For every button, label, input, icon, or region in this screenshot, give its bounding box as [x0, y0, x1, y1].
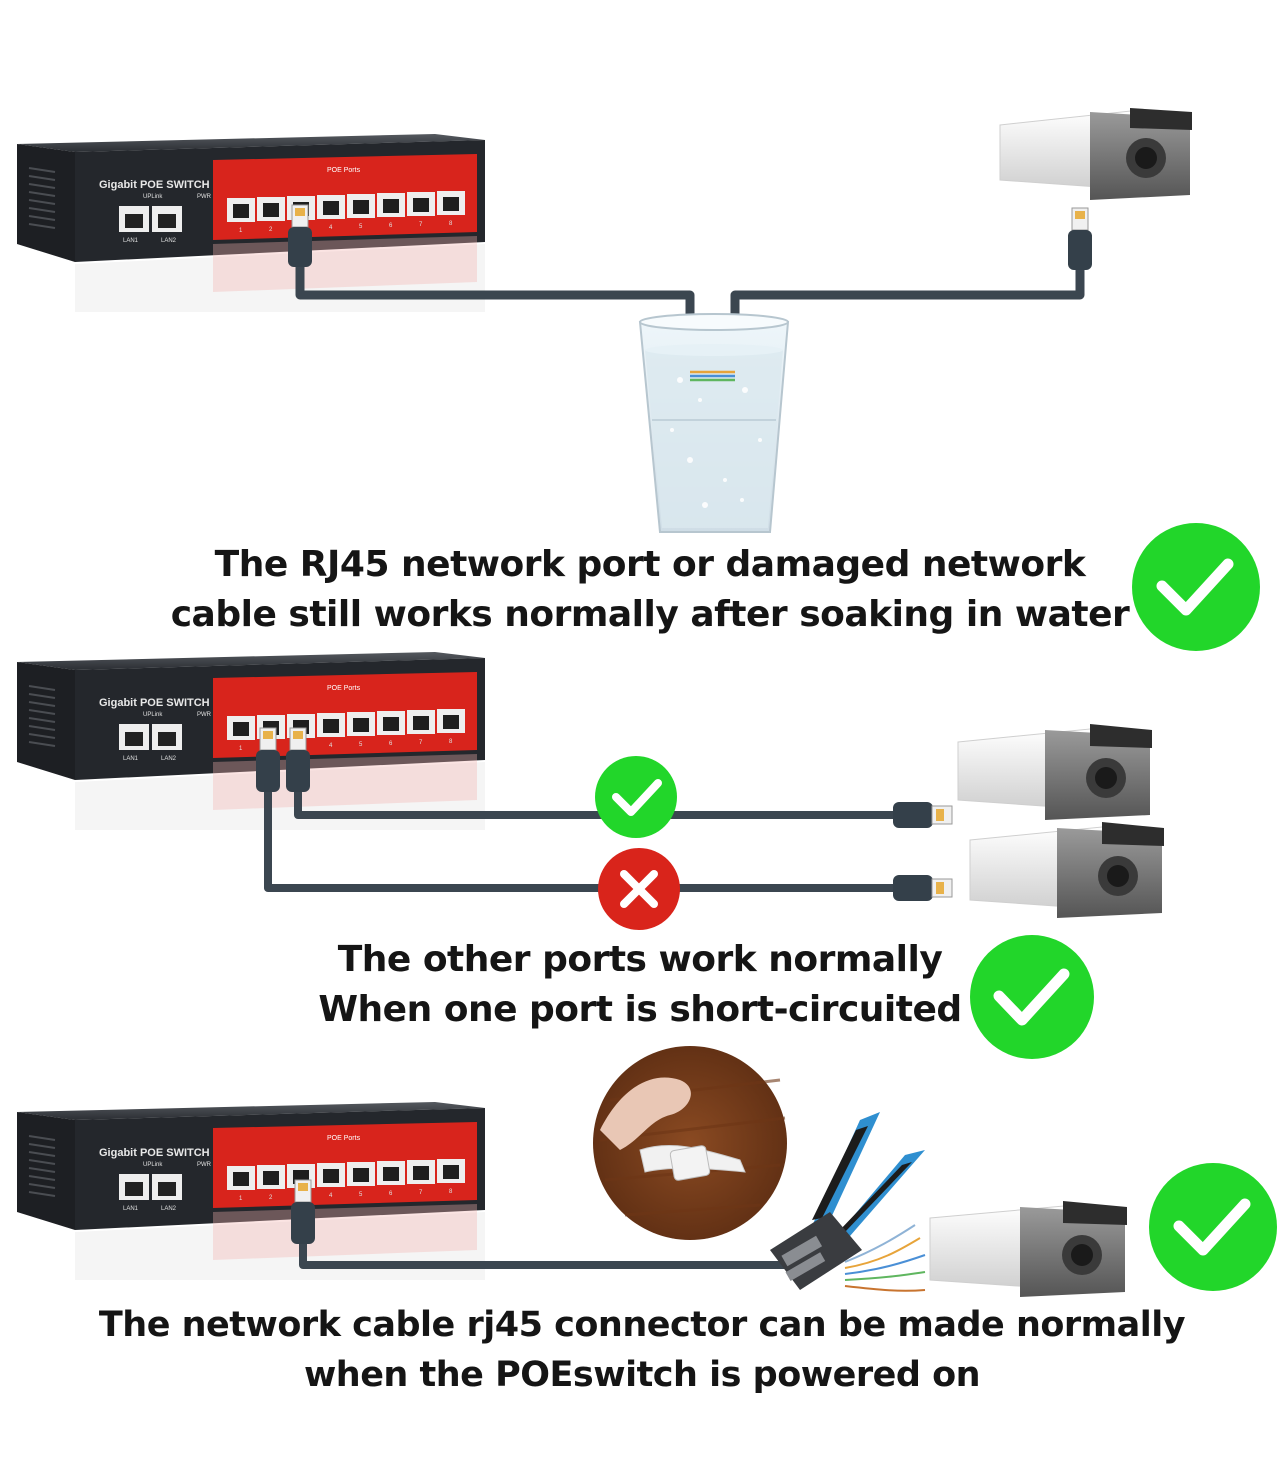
switch-poe-label: POE Ports — [327, 685, 361, 692]
caption-section-2: The other ports work normally When one p… — [290, 935, 990, 1035]
switch-pwr-label: PWR — [197, 712, 212, 718]
switch-uplink-label: UPLink — [143, 712, 163, 718]
poe-switch-1: Gigabit POE SWITCH POE Ports UPLink PWR … — [15, 132, 485, 312]
switch-lan2-label: LAN2 — [161, 756, 177, 762]
switch-port-number: 5 — [359, 742, 363, 748]
switch-port-number: 1 — [239, 1196, 243, 1202]
caption-line: The RJ45 network port or damaged network — [214, 544, 1086, 585]
camera-icon — [929, 1201, 1127, 1297]
switch-lan1-label: LAN1 — [123, 756, 139, 762]
water-glass-icon — [638, 313, 790, 533]
switch-port-number: 2 — [269, 227, 273, 233]
camera-icon — [969, 822, 1164, 918]
switch-port-number: 6 — [389, 223, 393, 229]
caption-line: The other ports work normally — [337, 939, 943, 980]
switch-brand-label: Gigabit POE SWITCH — [99, 697, 210, 709]
switch-port-number: 7 — [419, 1190, 423, 1196]
switch-port-number: 1 — [239, 228, 243, 234]
switch-port-number: 7 — [419, 740, 423, 746]
rj45-plug-icon — [1068, 207, 1092, 270]
switch-port-number: 8 — [449, 1189, 453, 1195]
camera-icon — [957, 724, 1152, 820]
switch-port-number: 7 — [419, 222, 423, 228]
switch-uplink-label: UPLink — [143, 1162, 163, 1168]
switch-poe-label: POE Ports — [327, 167, 361, 174]
caption-line: When one port is short-circuited — [318, 989, 962, 1030]
switch-uplink-label: UPLink — [143, 194, 163, 200]
check-icon — [1132, 523, 1260, 651]
switch-poe-label: POE Ports — [327, 1135, 361, 1142]
caption-line: when the POEswitch is powered on — [303, 1355, 981, 1395]
rj45-plug-icon — [286, 727, 310, 792]
caption-section-1: The RJ45 network port or damaged network… — [150, 540, 1150, 640]
cross-icon — [598, 848, 680, 930]
switch-port-number: 6 — [389, 741, 393, 747]
switch-port-number: 8 — [449, 221, 453, 227]
check-icon — [1149, 1163, 1277, 1291]
switch-lan2-label: LAN2 — [161, 1206, 177, 1212]
switch-brand-label: Gigabit POE SWITCH — [99, 179, 210, 191]
cable-section-3 — [299, 1240, 800, 1269]
check-icon — [595, 756, 677, 838]
rj45-plug-icon — [893, 802, 953, 828]
caption-line: cable still works normally after soaking… — [170, 594, 1130, 635]
switch-port-number: 1 — [239, 746, 243, 752]
switch-brand-label: Gigabit POE SWITCH — [99, 1147, 210, 1159]
camera-icon — [999, 108, 1192, 200]
caption-line: The network cable rj45 connector can be … — [98, 1305, 1186, 1345]
switch-pwr-label: PWR — [197, 1162, 212, 1168]
switch-pwr-label: PWR — [197, 194, 212, 200]
caption-section-3: The network cable rj45 connector can be … — [40, 1300, 1244, 1400]
switch-port-number: 2 — [269, 1195, 273, 1201]
switch-port-number: 4 — [329, 225, 333, 231]
rj45-plug-icon — [256, 727, 280, 792]
switch-port-number: 6 — [389, 1191, 393, 1197]
switch-lan2-label: LAN2 — [161, 238, 177, 244]
loose-wires — [844, 1224, 926, 1292]
switch-port-number: 8 — [449, 739, 453, 745]
check-icon — [970, 935, 1094, 1059]
switch-port-number: 5 — [359, 1192, 363, 1198]
hand-plug-photo — [593, 1046, 787, 1240]
poe-switch-3: Gigabit POE SWITCH POE Ports UPLink PWR … — [15, 1100, 485, 1280]
switch-port-number: 4 — [329, 743, 333, 749]
switch-lan1-label: LAN1 — [123, 238, 139, 244]
rj45-plug-icon — [288, 204, 312, 267]
rj45-plug-icon — [291, 1179, 315, 1244]
rj45-plug-icon — [893, 875, 953, 901]
switch-lan1-label: LAN1 — [123, 1206, 139, 1212]
switch-port-number: 5 — [359, 224, 363, 230]
switch-port-number: 4 — [329, 1193, 333, 1199]
cable-section-2 — [264, 790, 900, 892]
crimping-tool-icon — [770, 1112, 925, 1290]
